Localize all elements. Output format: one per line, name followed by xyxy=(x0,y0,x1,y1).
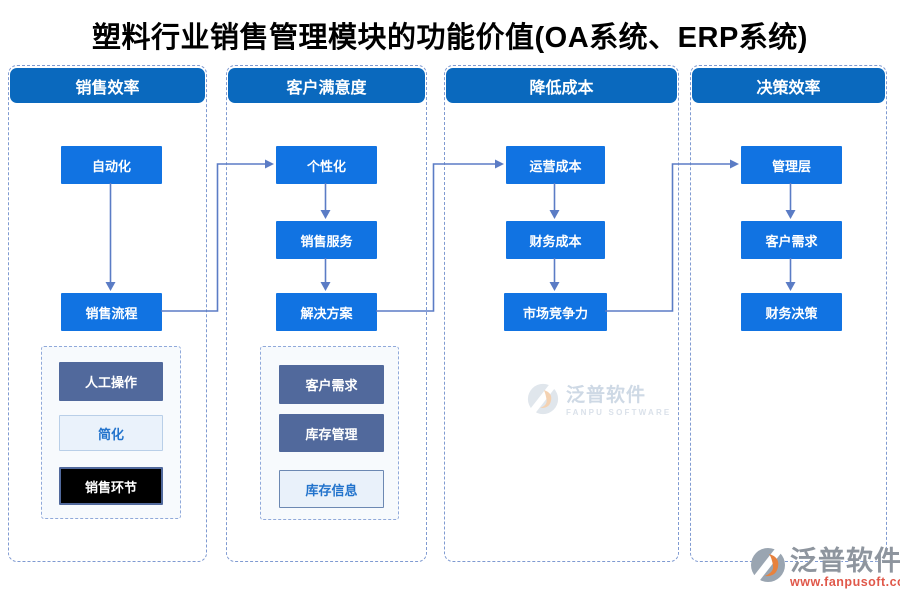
node-sales-process: 销售流程 xyxy=(61,293,162,331)
column-header-decision-efficiency: 决策效率 xyxy=(692,68,885,103)
column-header-sales-efficiency: 销售效率 xyxy=(10,68,205,103)
footer-logo-cn-text: 泛普软件 xyxy=(790,546,900,576)
watermark-cn-text: 泛普软件 xyxy=(566,385,647,406)
node-automation: 自动化 xyxy=(61,146,162,184)
node-sales-service: 销售服务 xyxy=(276,221,377,259)
watermark-en-text: FANPU SOFTWARE xyxy=(566,408,672,417)
node-solution: 解决方案 xyxy=(276,293,377,331)
watermark: 泛普软件 FANPU SOFTWARE xyxy=(527,380,671,417)
column-header-cost-reduction: 降低成本 xyxy=(446,68,677,103)
column-header-customer-satisfaction: 客户满意度 xyxy=(228,68,425,103)
node-financial-cost: 财务成本 xyxy=(506,221,605,259)
fanpu-logo-icon xyxy=(750,547,786,583)
subgroup-customer-satisfaction: 客户需求 库存管理 库存信息 xyxy=(260,346,399,520)
node-management-layer: 管理层 xyxy=(741,146,842,184)
subgroup-sales-efficiency: 人工操作 简化 销售环节 xyxy=(41,346,181,519)
column-customer-satisfaction: 客户满意度 个性化 销售服务 解决方案 客户需求 库存管理 库存信息 xyxy=(226,65,427,562)
subitem-inventory-management: 库存管理 xyxy=(279,414,384,452)
page-title: 塑料行业销售管理模块的功能价值(OA系统、ERP系统) xyxy=(92,22,808,54)
column-decision-efficiency: 决策效率 管理层 客户需求 财务决策 xyxy=(690,65,887,562)
node-operating-cost: 运营成本 xyxy=(506,146,605,184)
subitem-simplify: 简化 xyxy=(59,415,163,451)
subitem-customer-demand: 客户需求 xyxy=(279,365,384,404)
node-financial-decision: 财务决策 xyxy=(741,293,842,331)
footer-logo: 泛普软件 www.fanpusoft.com xyxy=(750,547,900,589)
node-personalization: 个性化 xyxy=(276,146,377,184)
node-customer-demand: 客户需求 xyxy=(741,221,842,259)
subitem-inventory-info: 库存信息 xyxy=(279,470,384,508)
column-cost-reduction: 降低成本 运营成本 财务成本 市场竞争力 xyxy=(444,65,679,562)
node-market-competitiveness: 市场竞争力 xyxy=(504,293,607,331)
column-sales-efficiency: 销售效率 自动化 销售流程 人工操作 简化 销售环节 xyxy=(8,65,207,562)
subitem-sales-link: 销售环节 xyxy=(59,467,163,505)
fanpu-logo-watermark-icon xyxy=(527,382,559,415)
footer-logo-url: www.fanpusoft.com xyxy=(790,575,900,589)
subitem-manual-operation: 人工操作 xyxy=(59,362,163,401)
